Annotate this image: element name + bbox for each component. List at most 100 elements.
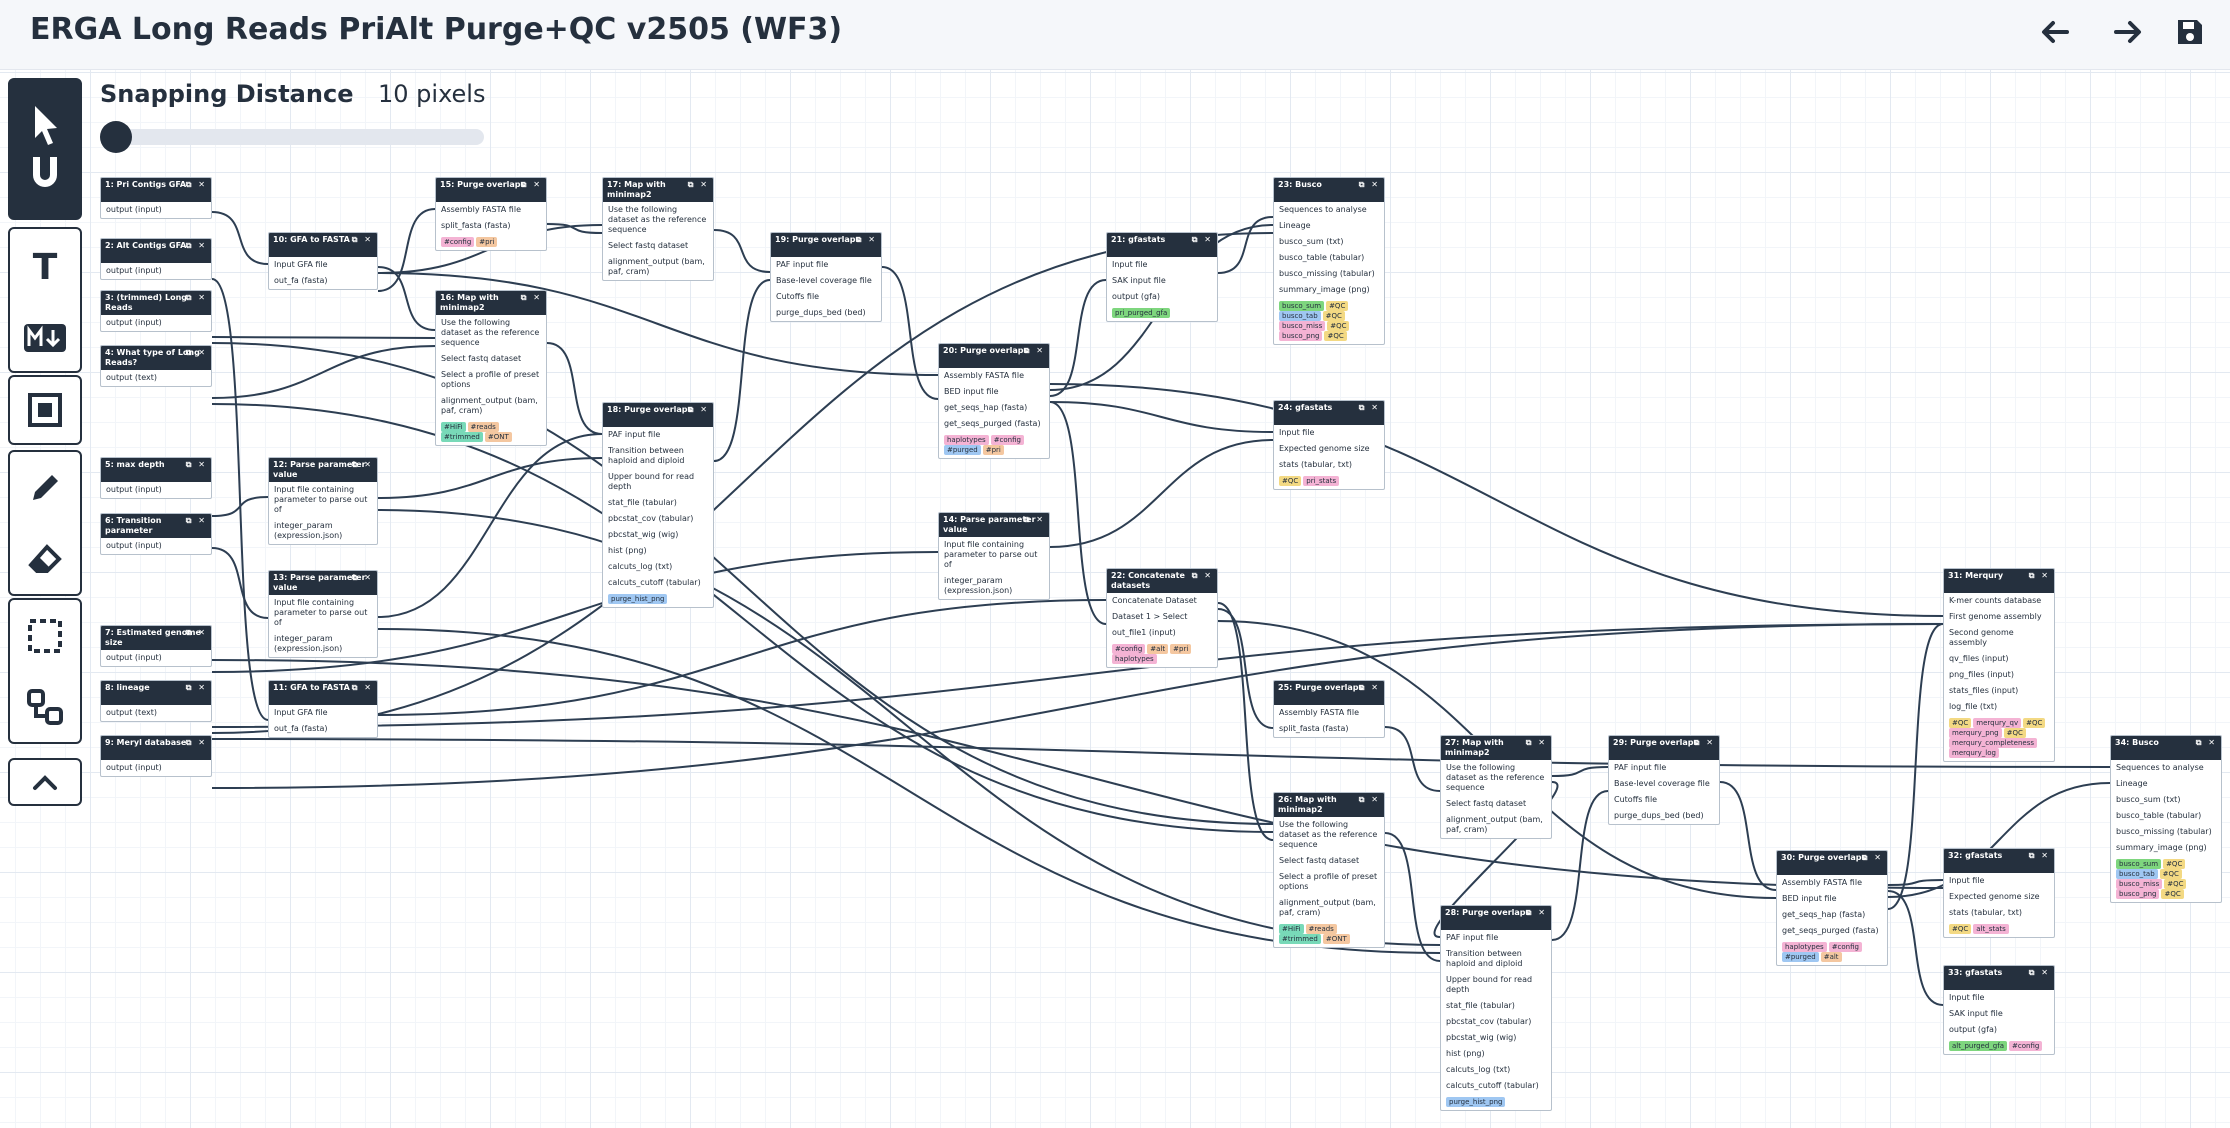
node-port[interactable]: busco_table (tabular) [1279, 253, 1365, 262]
node-port[interactable]: split_fasta (fasta) [1279, 724, 1349, 733]
node-port[interactable]: hist (png) [608, 546, 647, 555]
node-title[interactable]: 30: Purge overlaps⧉ ✕ [1777, 851, 1887, 875]
node-port[interactable]: Assembly FASTA file [1782, 878, 1862, 887]
node-title[interactable]: 19: Purge overlaps⧉ ✕ [771, 233, 881, 257]
node-port[interactable]: Select a profile of preset options [1279, 872, 1378, 891]
node-port[interactable]: PAF input file [1446, 933, 1499, 942]
node-port[interactable]: Concatenate Dataset [1112, 596, 1197, 605]
node-title[interactable]: 2: Alt Contigs GFA⧉ ✕ [101, 239, 211, 263]
node-title[interactable]: 23: Busco⧉ ✕ [1274, 178, 1384, 202]
workflow-node[interactable]: 12: Parse parameter value⧉ ✕ Input file c… [268, 457, 378, 545]
workflow-node[interactable]: 26: Map with minimap2⧉ ✕Use the followin… [1273, 792, 1385, 948]
node-port[interactable]: busco_sum (txt) [1279, 237, 1344, 246]
workflow-node[interactable]: 1: Pri Contigs GFA⧉ ✕output (input) [100, 177, 212, 219]
node-port[interactable]: pbcstat_cov (tabular) [1446, 1017, 1532, 1026]
node-actions-icon[interactable]: ⧉ ✕ [185, 460, 207, 469]
node-port[interactable]: output (gfa) [1112, 292, 1160, 301]
node-port[interactable]: busco_missing (tabular) [2116, 827, 2212, 836]
node-actions-icon[interactable]: ⧉ ✕ [2195, 738, 2217, 747]
node-title[interactable]: 15: Purge overlaps⧉ ✕ [436, 178, 546, 202]
node-actions-icon[interactable]: ⧉ ✕ [687, 405, 709, 414]
node-port[interactable]: get_seqs_purged (fasta) [1782, 926, 1879, 935]
node-actions-icon[interactable]: ⧉ ✕ [185, 683, 207, 692]
node-port[interactable]: purge_dups_bed (bed) [1614, 811, 1704, 820]
node-title[interactable]: 16: Map with minimap2⧉ ✕ [436, 291, 546, 315]
node-title[interactable]: 31: Merqury⧉ ✕ [1944, 569, 2054, 593]
node-port[interactable]: pbcstat_wig (wig) [608, 530, 679, 539]
node-port[interactable]: stats_files (input) [1949, 686, 2019, 695]
snapping-distance-thumb[interactable] [100, 121, 132, 153]
node-actions-icon[interactable]: ⧉ ✕ [2028, 968, 2050, 977]
node-title[interactable]: 6: Transition parameter⧉ ✕ [101, 514, 211, 538]
node-actions-icon[interactable]: ⧉ ✕ [185, 516, 207, 525]
text-icon[interactable]: T [25, 247, 65, 287]
workflow-node[interactable]: 2: Alt Contigs GFA⧉ ✕output (input) [100, 238, 212, 280]
node-title[interactable]: 34: Busco⧉ ✕ [2111, 736, 2221, 760]
snapping-distance-slider[interactable] [100, 129, 484, 145]
workflow-node[interactable]: 20: Purge overlaps⧉ ✕Assembly FASTA file… [938, 343, 1050, 459]
node-port[interactable]: busco_missing (tabular) [1279, 269, 1375, 278]
node-actions-icon[interactable]: ⧉ ✕ [2028, 851, 2050, 860]
node-port[interactable]: Cutoffs file [1614, 795, 1658, 804]
markdown-icon[interactable] [23, 323, 67, 353]
node-port[interactable]: stat_file (tabular) [608, 498, 677, 507]
node-port[interactable]: Upper bound for read depth [1446, 975, 1533, 994]
node-actions-icon[interactable]: ⧉ ✕ [185, 241, 207, 250]
node-port[interactable]: SAK input file [1949, 1009, 2003, 1018]
workflow-node[interactable]: 14: Parse parameter value⧉ ✕Input file c… [938, 512, 1050, 600]
node-port[interactable]: output (input) [106, 485, 162, 494]
node-port[interactable]: Input file [1112, 260, 1148, 269]
node-title[interactable]: 26: Map with minimap2⧉ ✕ [1274, 793, 1384, 817]
node-port[interactable]: output (text) [106, 708, 157, 717]
node-actions-icon[interactable]: ⧉ ✕ [520, 293, 542, 302]
node-port[interactable]: calcuts_log (txt) [1446, 1065, 1511, 1074]
node-port[interactable]: busco_sum (txt) [2116, 795, 2181, 804]
node-actions-icon[interactable]: ⧉ ✕ [185, 348, 207, 357]
node-port[interactable]: get_seqs_hap (fasta) [1782, 910, 1866, 919]
node-port[interactable]: output (input) [106, 763, 162, 772]
node-port[interactable]: Input file containing parameter to parse… [274, 598, 368, 627]
node-actions-icon[interactable]: ⧉ ✕ [1861, 853, 1883, 862]
node-port[interactable]: split_fasta (fasta) [441, 221, 511, 230]
node-port[interactable]: Use the following dataset as the referen… [441, 318, 540, 347]
node-port[interactable]: Select fastq dataset [1446, 799, 1527, 808]
node-port[interactable]: summary_image (png) [1279, 285, 1370, 294]
eraser-icon[interactable] [25, 539, 65, 579]
node-actions-icon[interactable]: ⧉ ✕ [1693, 738, 1715, 747]
node-port[interactable]: output (input) [106, 541, 162, 550]
node-port[interactable]: alignment_output (bam, paf, cram) [1446, 815, 1543, 834]
node-port[interactable]: Expected genome size [1949, 892, 2040, 901]
node-actions-icon[interactable]: ⧉ ✕ [1358, 180, 1380, 189]
node-port[interactable]: Input file containing parameter to parse… [274, 485, 368, 514]
node-port[interactable]: BED input file [944, 387, 999, 396]
node-actions-icon[interactable]: ⧉ ✕ [351, 235, 373, 244]
node-port[interactable]: Input file [1279, 428, 1315, 437]
node-title[interactable]: 25: Purge overlaps⧉ ✕ [1274, 681, 1384, 705]
frame-tool[interactable] [8, 375, 82, 445]
node-port[interactable]: busco_table (tabular) [2116, 811, 2202, 820]
node-port[interactable]: out_fa (fasta) [274, 276, 328, 285]
node-title[interactable]: 8: lineage⧉ ✕ [101, 681, 211, 705]
node-port[interactable]: Select fastq dataset [608, 241, 689, 250]
node-port[interactable]: log_file (txt) [1949, 702, 1998, 711]
auto-layout-icon[interactable] [25, 687, 65, 727]
node-title[interactable]: 12: Parse parameter value⧉ ✕ [269, 458, 377, 482]
node-actions-icon[interactable]: ⧉ ✕ [855, 235, 877, 244]
node-actions-icon[interactable]: ⧉ ✕ [1525, 738, 1547, 747]
node-port[interactable]: SAK input file [1112, 276, 1166, 285]
node-port[interactable]: PAF input file [608, 430, 661, 439]
workflow-node[interactable]: 4: What type of Long Reads?⧉ ✕output (te… [100, 345, 212, 387]
node-port[interactable]: purge_dups_bed (bed) [776, 308, 866, 317]
node-port[interactable]: Base-level coverage file [1614, 779, 1710, 788]
node-port[interactable]: Assembly FASTA file [441, 205, 521, 214]
node-port[interactable]: Use the following dataset as the referen… [1446, 763, 1545, 792]
node-title[interactable]: 7: Estimated genome size⧉ ✕ [101, 626, 211, 650]
workflow-node[interactable]: 22: Concatenate datasets⧉ ✕ Concatenate D… [1106, 568, 1218, 668]
node-port[interactable]: alignment_output (bam, paf, cram) [1279, 898, 1376, 917]
node-port[interactable]: get_seqs_purged (fasta) [944, 419, 1041, 428]
node-title[interactable]: 22: Concatenate datasets⧉ ✕ [1107, 569, 1217, 593]
node-actions-icon[interactable]: ⧉ ✕ [1191, 571, 1213, 580]
save-icon[interactable] [2170, 12, 2210, 52]
